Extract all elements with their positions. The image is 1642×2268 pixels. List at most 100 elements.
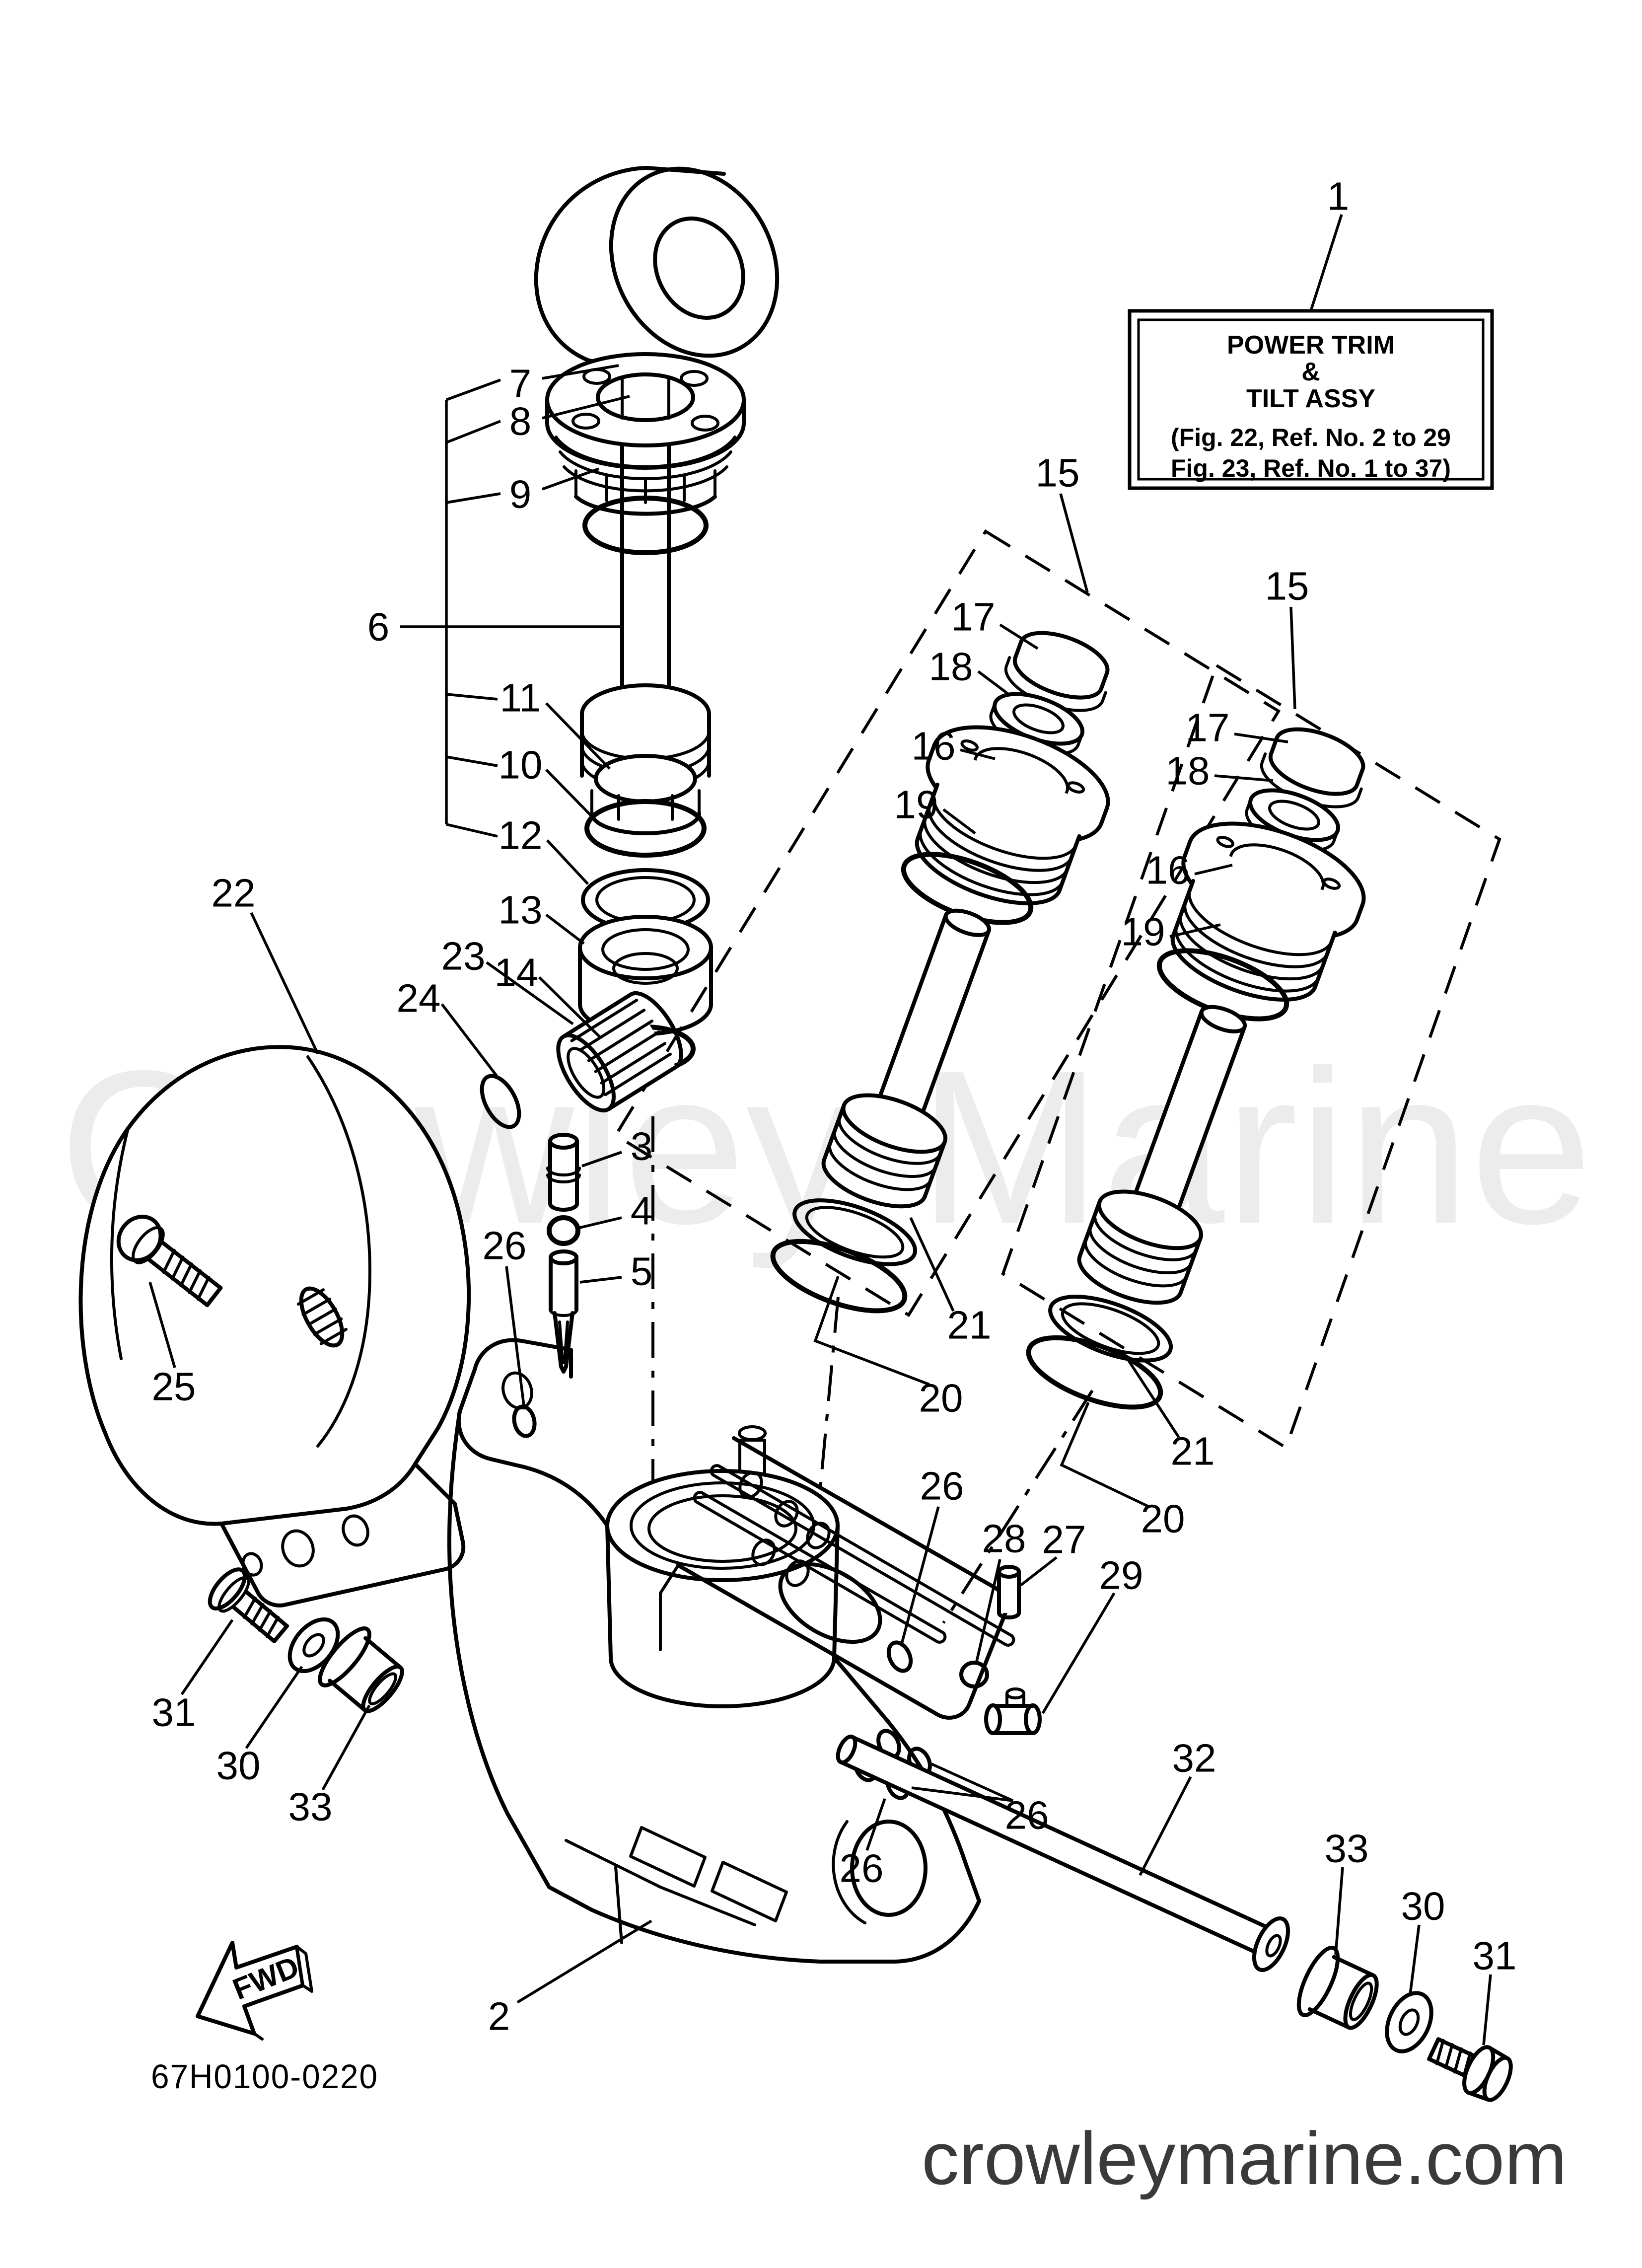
callout-31-left: 31 (152, 1690, 196, 1735)
mounting-studs (693, 1464, 1015, 1647)
leader-line-32 (1139, 1776, 1192, 1876)
callout-7: 7 (509, 362, 532, 406)
callout-17-left: 17 (951, 595, 996, 639)
bushing-33-left (318, 1626, 404, 1713)
callout-18-right: 18 (1166, 749, 1210, 793)
callout-1: 1 (1327, 174, 1350, 219)
leader-line-2 (516, 1919, 652, 2004)
callout-32: 32 (1172, 1736, 1216, 1780)
leader-line-27 (1020, 1556, 1058, 1587)
bolt-31-left (208, 1567, 289, 1643)
leader-line-31-left (180, 1619, 234, 1695)
bushing-33-right (1296, 1946, 1379, 2030)
leader-line-28 (975, 1559, 1001, 1664)
leader-line-26-left (505, 1266, 526, 1410)
callout-26-top: 26 (920, 1464, 964, 1508)
callout-10: 10 (499, 743, 543, 787)
callout-bracket-lines (445, 378, 501, 838)
callout-31-right: 31 (1473, 1934, 1517, 1978)
callout-19-left: 19 (894, 783, 938, 827)
callout-20-left: 20 (919, 1376, 963, 1420)
o-ring-28 (959, 1661, 989, 1688)
washer-30-right (1385, 1991, 1433, 2053)
leader-line-30-right (1409, 1924, 1421, 1995)
cover-rib-patch (296, 1286, 348, 1348)
leader-line-24 (440, 1003, 498, 1077)
leader-line-11 (545, 702, 611, 770)
leader-line-22 (250, 912, 319, 1055)
callout-21-left: 21 (947, 1303, 992, 1347)
leader-line-1 (1309, 214, 1343, 311)
swivel-bracket-casting-2 (447, 1338, 1008, 1964)
cylinder-eye-end (534, 166, 780, 395)
bolt-25 (116, 1215, 223, 1308)
reservoir-cover-22 (78, 1045, 471, 1608)
leader-line-33-right (1334, 1867, 1344, 1955)
dashed-box-left (613, 529, 1281, 1317)
leader-line-13 (545, 913, 585, 945)
callout-20-right: 20 (1141, 1497, 1185, 1541)
callout-11: 11 (500, 676, 541, 720)
bolt-31-right (1427, 2037, 1513, 2102)
pin-27 (997, 1565, 1021, 1619)
callout-15-left: 15 (1036, 451, 1080, 495)
knurled-bushing-23 (556, 991, 683, 1113)
callout-5: 5 (631, 1249, 653, 1294)
callout-25: 25 (152, 1365, 196, 1409)
o-ring-24 (480, 1074, 521, 1129)
callout-26-bottom-right: 26 (1005, 1793, 1049, 1837)
callout-15-right: 15 (1265, 564, 1309, 608)
leader-line-12 (546, 839, 589, 885)
leader-line-7 (542, 364, 619, 380)
callout-2: 2 (488, 1994, 510, 2039)
callout-26-left: 26 (483, 1224, 527, 1268)
leader-line-14 (538, 976, 602, 1039)
ref-box: POWER TRIM & TILT ASSY (Fig. 22, Ref. No… (1128, 309, 1494, 490)
leader-line-5 (579, 1276, 622, 1284)
leader-line-4 (579, 1216, 622, 1229)
leader-line-9 (542, 467, 599, 491)
leader-line-19-left (942, 808, 976, 835)
leader-line-21-left (909, 1217, 955, 1312)
callout-30-right: 30 (1401, 1884, 1445, 1928)
leader-line-18-left (977, 670, 1011, 697)
leader-line-20-left (813, 1276, 930, 1386)
drawing-code: 67H0100-0220 (151, 2057, 378, 2096)
o-ring-9 (582, 496, 709, 555)
callout-21-right: 21 (1171, 1429, 1215, 1473)
leader-line-30-left (245, 1666, 303, 1749)
callout-13: 13 (499, 888, 543, 932)
fwd-arrow-icon: FWD (196, 1941, 313, 2041)
leader-line-10 (545, 769, 592, 816)
leader-line-26-top (900, 1506, 940, 1644)
leader-line-23 (486, 961, 574, 1025)
callout-22: 22 (212, 871, 256, 915)
leader-line-33-left (321, 1704, 371, 1791)
ref-box-title-line3: TILT ASSY (1246, 384, 1375, 413)
callout-18-left: 18 (929, 645, 973, 689)
callout-17-right: 17 (1186, 706, 1230, 750)
callout-28: 28 (982, 1517, 1026, 1561)
callout-29: 29 (1099, 1553, 1143, 1598)
callout-9: 9 (509, 472, 532, 516)
callout-33-right: 33 (1325, 1827, 1369, 1871)
leader-line-18-right (1214, 774, 1274, 782)
callout-layer: 1234567891011121314151516161717181819192… (148, 174, 1517, 2046)
callout-26-bottom-center: 26 (840, 1846, 884, 1891)
leader-line-3 (581, 1151, 622, 1168)
callout-6: 6 (367, 605, 390, 649)
callout-23: 23 (441, 934, 486, 978)
leader-line-31-right (1482, 1974, 1492, 2046)
footer-site-text: crowleymarine.com (922, 2117, 1567, 2200)
ref-box-fig-line2: Fig. 23, Ref. No. 1 to 37) (1171, 454, 1451, 482)
leader-line-21-right (1123, 1353, 1180, 1438)
leader-line-20-right (1060, 1401, 1150, 1508)
o-ring-10 (584, 799, 707, 858)
callout-24: 24 (397, 976, 441, 1021)
callout-16-right: 16 (1146, 848, 1190, 892)
elbow-fitting-29 (984, 1687, 1042, 1735)
leader-line-8 (542, 395, 630, 420)
callout-12: 12 (499, 813, 543, 858)
callout-33-left: 33 (288, 1785, 333, 1829)
